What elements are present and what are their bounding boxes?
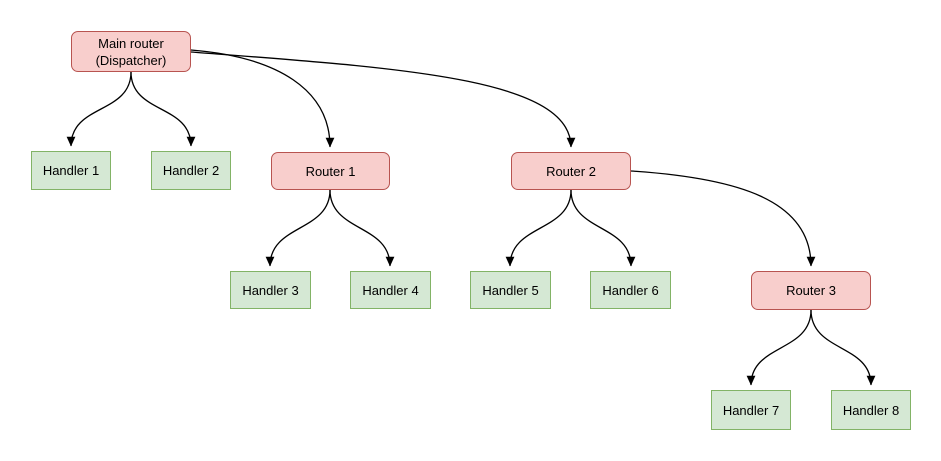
node-handler-8: Handler 8: [831, 390, 911, 430]
node-handler-2: Handler 2: [151, 151, 231, 190]
edge-router-2-to-handler-5: [505, 189, 572, 267]
node-handler-1: Handler 1: [31, 151, 111, 190]
edge-router-1-to-handler-4: [329, 189, 395, 267]
node-handler-7: Handler 7: [711, 390, 791, 430]
edge-router-3-to-handler-8: [810, 309, 876, 386]
node-handler-5: Handler 5: [470, 271, 551, 309]
node-handler-3: Handler 3: [230, 271, 311, 309]
edge-router-3-to-handler-7: [746, 309, 812, 386]
edge-router-2-to-router-3: [630, 170, 816, 267]
edge-router-1-to-handler-3: [265, 189, 331, 267]
edge-main-to-handler-1: [66, 71, 132, 147]
edge-main-to-handler-2: [130, 71, 196, 147]
node-handler-6: Handler 6: [590, 271, 671, 309]
node-main-router: Main router (Dispatcher): [71, 31, 191, 72]
edge-main-to-router-2: [190, 51, 576, 148]
edge-main-to-router-1: [190, 49, 335, 148]
node-router-1: Router 1: [271, 152, 390, 190]
node-handler-4: Handler 4: [350, 271, 431, 309]
edge-router-2-to-handler-6: [570, 189, 636, 267]
node-router-3: Router 3: [751, 271, 871, 310]
node-router-2: Router 2: [511, 152, 631, 190]
